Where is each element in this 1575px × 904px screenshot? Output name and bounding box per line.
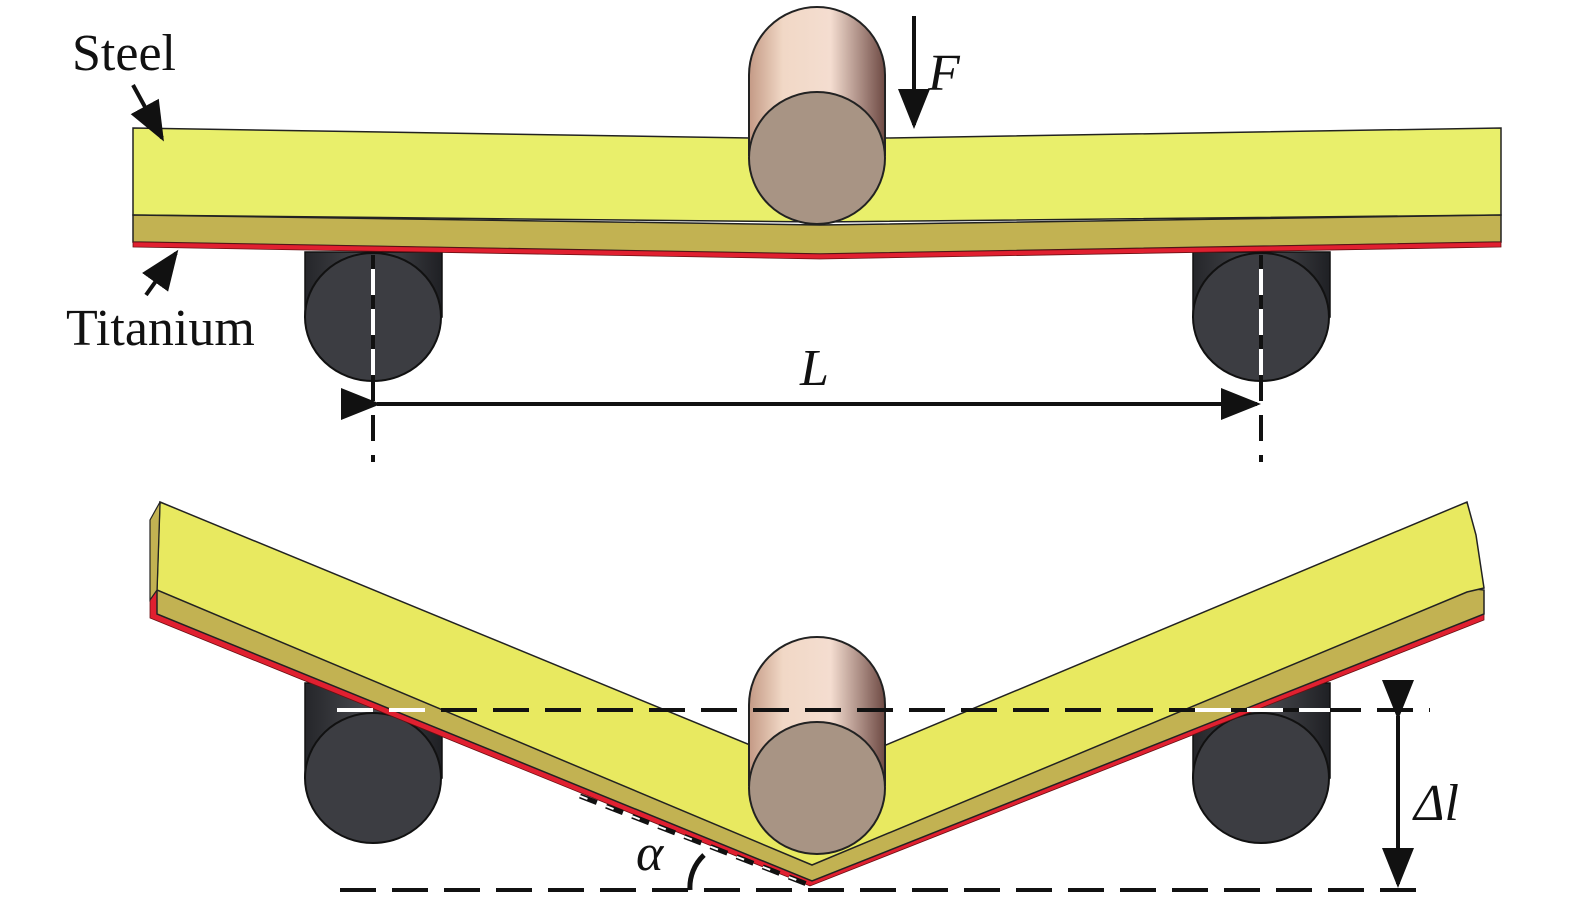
steel-plate-left-end: [149, 501, 161, 602]
angle-label: α: [636, 825, 665, 882]
steel-label: Steel: [72, 25, 176, 82]
angle-arc: [687, 853, 706, 891]
bent-beam-setup: α Δl: [149, 500, 1485, 892]
steel-pointer-arrow: [130, 84, 164, 142]
loading-punch-top: [748, 6, 886, 225]
titanium-pointer-arrow: [142, 249, 179, 297]
flat-beam-setup: F Steel Titanium L: [66, 6, 1502, 462]
titanium-label: Titanium: [66, 300, 255, 357]
angle-slope-line: [579, 793, 813, 889]
span-label: L: [799, 340, 829, 397]
titanium-layer: [132, 241, 1502, 260]
deflection-label: Δl: [1412, 775, 1459, 832]
loading-punch-bottom: [748, 636, 886, 855]
force-label: F: [927, 45, 961, 102]
